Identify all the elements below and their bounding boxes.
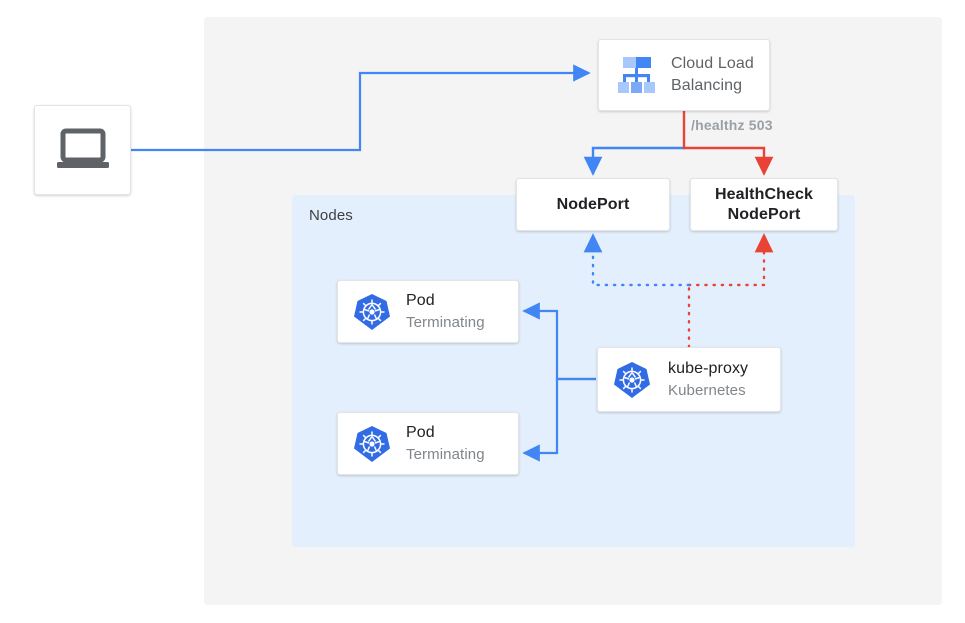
healthz-label: /healthz 503 [691, 117, 773, 133]
healthcheck-nodeport-label: HealthCheck NodePort [715, 185, 813, 225]
pod-bottom-title: Pod [406, 424, 435, 441]
pod-bottom-card[interactable]: Pod Terminating [337, 412, 519, 475]
kubernetes-icon [350, 290, 394, 334]
kube-proxy-subtitle: Kubernetes [668, 382, 746, 399]
nodeport-card[interactable]: NodePort [516, 178, 670, 231]
healthcheck-nodeport-label-line2: NodePort [727, 205, 801, 223]
kubernetes-icon [610, 358, 654, 402]
edge-kubeproxy-to-nodeport [583, 233, 691, 287]
edge-loadbalancer-to-healthcheck [683, 146, 774, 176]
cloud-load-balancing-card[interactable]: Cloud Load Balancing [598, 39, 770, 111]
kube-proxy-title: kube-proxy [668, 360, 749, 377]
cloud-load-balancing-text: Cloud Load Balancing [671, 53, 754, 97]
kube-proxy-text: kube-proxy Kubernetes [668, 358, 748, 401]
pod-top-card[interactable]: Pod Terminating [337, 280, 519, 343]
healthcheck-nodeport-card[interactable]: HealthCheck NodePort [690, 178, 838, 231]
cloud-load-balancing-title-line1: Cloud Load [671, 55, 754, 72]
nodes-panel-label: Nodes [309, 207, 353, 224]
kube-proxy-card[interactable]: kube-proxy Kubernetes [597, 347, 781, 412]
pod-bottom-subtitle: Terminating [406, 446, 485, 463]
pod-top-title: Pod [406, 292, 435, 309]
pod-bottom-text: Pod Terminating [406, 422, 485, 465]
edge-kubeproxy-to-pod-top [522, 302, 596, 381]
healthcheck-nodeport-label-line1: HealthCheck [714, 185, 814, 203]
edge-loadbalancer-to-nodeport [583, 146, 685, 176]
edge-kubeproxy-to-pod-bottom [522, 377, 596, 462]
client-card[interactable] [34, 105, 131, 195]
edge-kubeproxy-to-healthcheck [687, 233, 774, 287]
nodeport-label: NodePort [556, 195, 630, 213]
pod-top-text: Pod Terminating [406, 290, 485, 333]
cloud-load-balancing-title-line2: Balancing [671, 77, 743, 94]
pod-top-subtitle: Terminating [406, 314, 485, 331]
cloud-load-balancing-icon [609, 52, 665, 98]
kubernetes-icon [350, 422, 394, 466]
laptop-icon [55, 127, 111, 173]
edge-client-to-loadbalancer [131, 64, 591, 152]
